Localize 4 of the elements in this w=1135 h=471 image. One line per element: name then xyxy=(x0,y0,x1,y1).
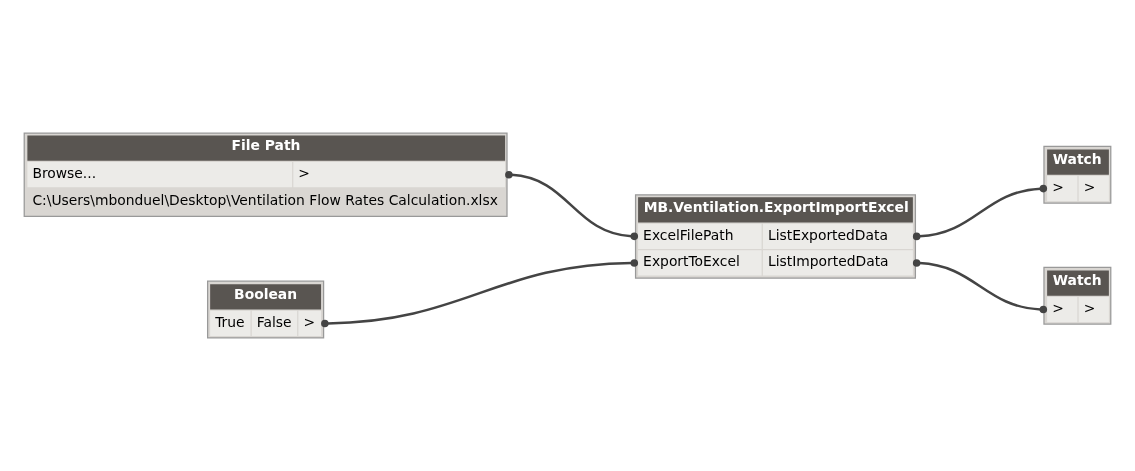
connector xyxy=(912,259,1048,314)
connector xyxy=(505,170,639,241)
connector xyxy=(321,259,639,328)
connector xyxy=(912,184,1048,241)
